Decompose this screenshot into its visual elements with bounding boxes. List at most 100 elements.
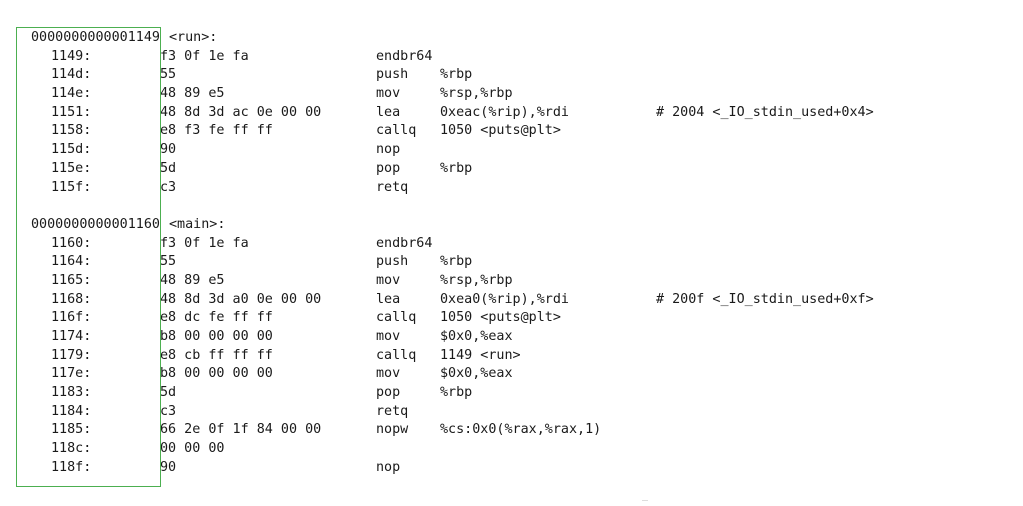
instruction-address: 1164: — [51, 254, 92, 270]
instruction-row: 1179: e8 cb ff ff ff callq 1149 <run> — [0, 347, 1023, 366]
instruction-row: 1164: 55 push %rbp — [0, 253, 1023, 272]
function-address-text: 0000000000001160 — [31, 216, 160, 232]
instruction-bytes: 90 — [160, 142, 177, 158]
instruction-bytes: 5d — [160, 385, 177, 401]
instruction-operands: 1050 <puts@plt> — [440, 123, 561, 139]
instruction-bytes: 5d — [160, 160, 177, 176]
instruction-bytes: 00 00 00 — [160, 441, 225, 457]
instruction-row: 1184: c3 retq — [0, 403, 1023, 422]
blank-line — [0, 197, 1023, 216]
instruction-bytes: f3 0f 1e fa — [160, 235, 249, 251]
instruction-mnemonic: retq — [376, 179, 409, 195]
disassembly-listing: 0000000000001149 <run>: 1149: f3 0f 1e fa en… — [0, 29, 1023, 478]
instruction-address: 1149: — [51, 48, 92, 64]
instruction-row: 1183: 5d pop %rbp — [0, 384, 1023, 403]
instruction-mnemonic: retq — [376, 403, 409, 419]
instruction-address: 1184: — [51, 403, 92, 419]
instruction-operands: %cs:0x0(%rax,%rax,1) — [440, 422, 602, 438]
instruction-address: 1165: — [51, 272, 92, 288]
instruction-row: 1149: f3 0f 1e fa endbr64 — [0, 48, 1023, 67]
instruction-bytes: 48 89 e5 — [160, 86, 225, 102]
instruction-address: 114d: — [51, 67, 92, 83]
instruction-address: 118c: — [51, 441, 92, 457]
instruction-address: 1174: — [51, 329, 92, 344]
instruction-row: 116f: e8 dc fe ff ff callq 1050 <puts@plt> — [0, 309, 1023, 328]
instruction-comment: # 200f <_IO_stdin_used+0xf> — [656, 291, 874, 307]
instruction-row: 1165: 48 89 e5 mov %rsp,%rbp — [0, 272, 1023, 291]
instruction-address: 1158: — [51, 123, 92, 139]
instruction-operands: %rbp — [440, 67, 473, 83]
instruction-mnemonic: pop — [376, 160, 401, 176]
function-name: <run>: — [169, 30, 218, 45]
instruction-bytes: c3 — [160, 179, 177, 195]
instruction-bytes: 48 89 e5 — [160, 272, 225, 288]
instruction-mnemonic: mov — [376, 272, 401, 288]
function-header-run: 0000000000001149 <run>: — [0, 29, 1023, 48]
instruction-address: 114e: — [51, 86, 92, 102]
instruction-mnemonic: nop — [376, 142, 401, 158]
instruction-row: 118c: 00 00 00 — [0, 440, 1023, 459]
instruction-bytes: e8 cb ff ff ff — [160, 347, 273, 363]
instruction-operands: %rsp,%rbp — [440, 86, 513, 102]
instruction-address: 1179: — [51, 347, 92, 363]
function-name: <main>: — [169, 216, 226, 232]
instruction-row: 1160: f3 0f 1e fa endbr64 — [0, 235, 1023, 254]
instruction-bytes: 55 — [160, 254, 177, 270]
instruction-row: 115f: c3 retq — [0, 179, 1023, 198]
instruction-operands: 0xeac(%rip),%rdi — [440, 104, 569, 120]
function-address: 0000000000001149 — [0, 29, 160, 48]
instruction-address: 115e: — [51, 160, 92, 176]
instruction-mnemonic: endbr64 — [376, 235, 433, 251]
instruction-operands: %rsp,%rbp — [440, 272, 513, 288]
instruction-mnemonic: push — [376, 254, 409, 270]
instruction-address: 115f: — [51, 179, 92, 195]
instruction-address: 116f: — [51, 310, 92, 326]
instruction-mnemonic: pop — [376, 385, 401, 401]
instruction-address: 115d: — [51, 142, 92, 158]
instruction-mnemonic: mov — [376, 86, 401, 102]
instruction-operands: $0x0,%eax — [440, 329, 513, 344]
instruction-bytes: 48 8d 3d ac 0e 00 00 — [160, 104, 322, 120]
instruction-operands: %rbp — [440, 254, 473, 270]
instruction-address: 1183: — [51, 385, 92, 401]
instruction-mnemonic: nop — [376, 459, 401, 475]
instruction-mnemonic: push — [376, 67, 409, 83]
instruction-operands: 1149 <run> — [440, 347, 521, 363]
instruction-comment: # 2004 <_IO_stdin_used+0x4> — [656, 104, 874, 120]
function-address-text: 0000000000001149 — [31, 30, 160, 45]
instruction-row: 115d: 90 nop — [0, 141, 1023, 160]
instruction-mnemonic: endbr64 — [376, 48, 433, 64]
instruction-mnemonic: callq — [376, 347, 417, 363]
instruction-mnemonic: lea — [376, 104, 401, 120]
instruction-address: 118f: — [51, 459, 92, 475]
instruction-bytes: e8 f3 fe ff ff — [160, 123, 273, 139]
instruction-bytes: c3 — [160, 403, 177, 419]
function-address: 0000000000001160 — [0, 216, 160, 235]
instruction-mnemonic: callq — [376, 310, 417, 326]
instruction-bytes: b8 00 00 00 00 — [160, 366, 273, 382]
instruction-operands: %rbp — [440, 385, 473, 401]
instruction-operands: 1050 <puts@plt> — [440, 310, 561, 326]
instruction-bytes: f3 0f 1e fa — [160, 48, 249, 64]
instruction-row: 114e: 48 89 e5 mov %rsp,%rbp — [0, 85, 1023, 104]
instruction-operands: 0xea0(%rip),%rdi — [440, 291, 569, 307]
instruction-bytes: 66 2e 0f 1f 84 00 00 — [160, 422, 322, 438]
instruction-row: 118f: 90 nop — [0, 459, 1023, 478]
instruction-bytes: 90 — [160, 459, 177, 475]
instruction-mnemonic: lea — [376, 291, 401, 307]
instruction-row: 1151: 48 8d 3d ac 0e 00 00 lea 0xeac(%rip),… — [0, 104, 1023, 123]
function-header-main: 0000000000001160 <main>: — [0, 216, 1023, 235]
instruction-mnemonic: mov — [376, 329, 401, 344]
instruction-row: 1158: e8 f3 fe ff ff callq 1050 <puts@plt> — [0, 122, 1023, 141]
instruction-bytes: e8 dc fe ff ff — [160, 310, 273, 326]
instruction-mnemonic: callq — [376, 123, 417, 139]
instruction-address: 1160: — [51, 235, 92, 251]
instruction-address: 1185: — [51, 422, 92, 438]
instruction-address: 1151: — [51, 104, 92, 120]
instruction-address: 1168: — [51, 291, 92, 307]
